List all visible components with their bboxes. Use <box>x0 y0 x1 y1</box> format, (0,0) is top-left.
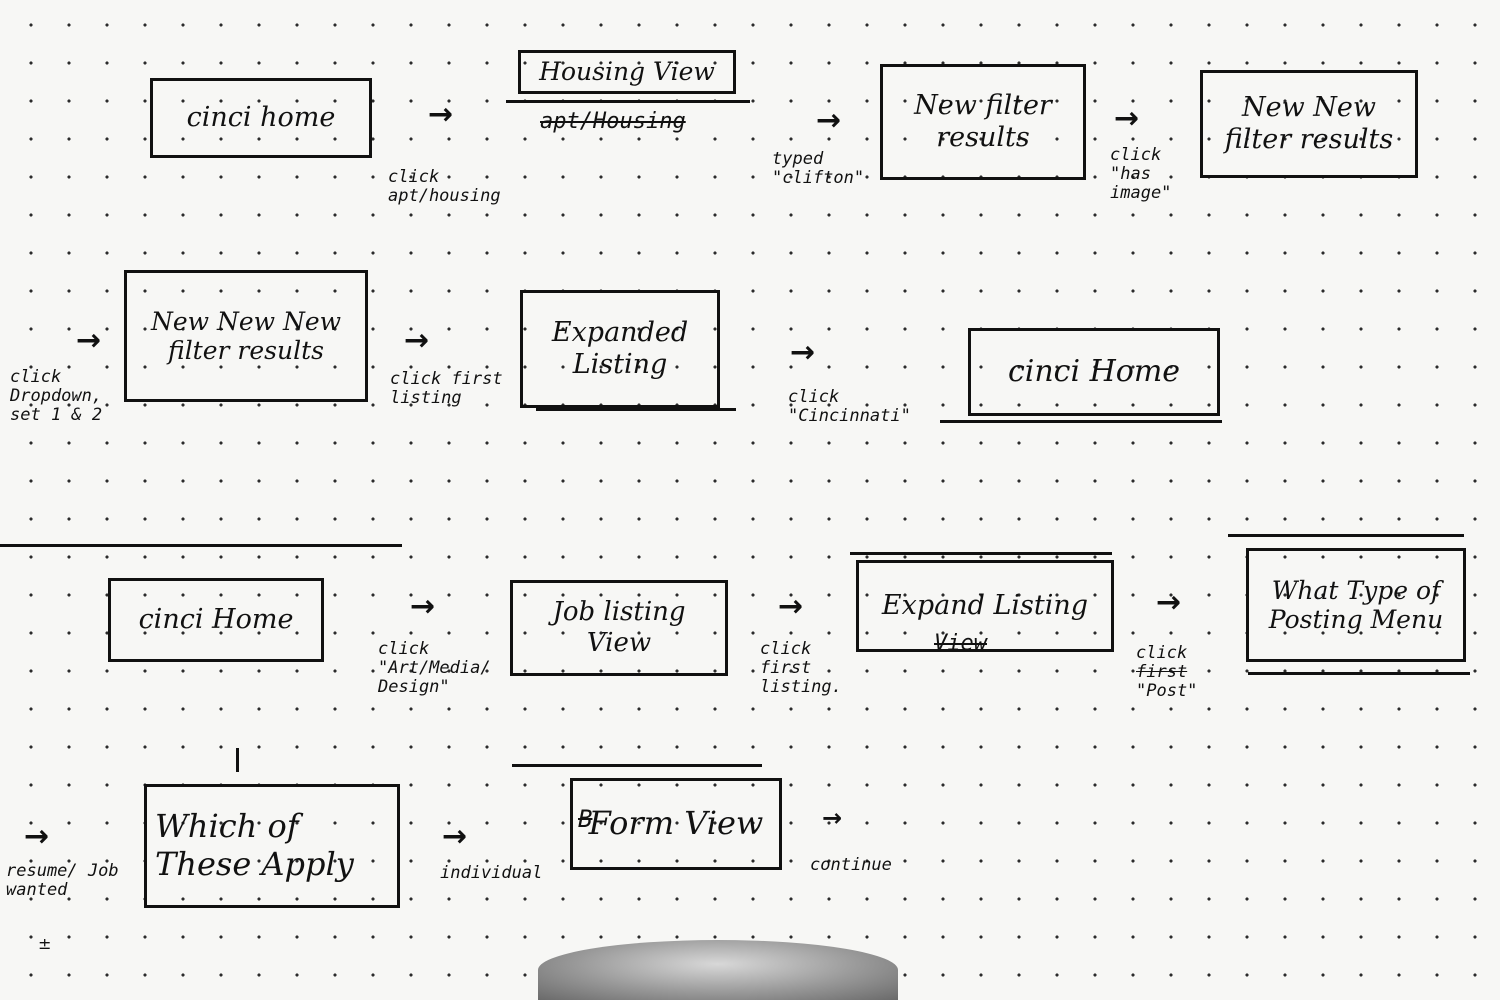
arrow-10: → <box>24 819 50 854</box>
node-label: Form View <box>588 804 764 843</box>
arrow-9: → <box>1156 585 1182 620</box>
arrow-8: → <box>778 589 804 624</box>
node-job-listing-view: Job listing View <box>510 580 728 676</box>
node-new-new-filter-results: New New filter results <box>1200 70 1418 178</box>
arrow-2: → <box>816 103 842 138</box>
node-what-type-of-posting-menu: What Type of Posting Menu <box>1246 548 1466 662</box>
node-label: New New New filter results <box>150 306 342 366</box>
label-individual: individual <box>440 863 543 883</box>
node-label: New filter results <box>914 90 1052 153</box>
node-label: Expanded Listing <box>551 317 689 380</box>
arrow-4: → <box>76 323 102 358</box>
node-label: New New filter results <box>1224 92 1394 155</box>
struck-b: B <box>578 805 593 833</box>
underline-housing <box>506 100 750 103</box>
arrow-7: → <box>410 589 436 624</box>
node-expanded-listing: Expanded Listing <box>520 290 720 408</box>
node-form-view: Form View <box>570 778 782 870</box>
connector-tick <box>236 748 239 772</box>
node-label: cinci Home <box>1007 354 1181 390</box>
overline-posting-menu <box>1228 534 1464 537</box>
label-resume-job-wanted: resume/ Job wanted <box>6 861 119 901</box>
label-click-apt-housing: click apt/housing <box>388 167 501 207</box>
label-click-first-listing-2: click first listing. <box>760 639 842 698</box>
label-click-dropdown: click Dropdown, set 1 & 2 <box>10 367 103 426</box>
label-click-cincinnati: click "Cincinnati" <box>788 387 911 427</box>
arrow-5: → <box>404 323 430 358</box>
node-expand-listing: Expand Listing <box>856 560 1114 652</box>
underline-cinci-home-2 <box>940 420 1222 423</box>
label-click-first-listing: click first listing <box>390 369 503 409</box>
label-typed-clifton: typed "clifton" <box>772 149 865 189</box>
label-click-has-image: click "has image" <box>1110 145 1172 204</box>
node-new-filter-results: New filter results <box>880 64 1086 180</box>
corner-mark: ± <box>38 934 52 953</box>
underline-posting-menu <box>1248 672 1470 675</box>
struck-view: View <box>934 631 987 656</box>
label-continue: continue <box>810 855 892 875</box>
node-label: Which of These Apply <box>155 807 354 883</box>
node-label: Expand Listing <box>881 590 1089 622</box>
label-click-art-media-design: click "Art/Media/ Design" <box>378 639 491 698</box>
node-label: Job listing View <box>552 597 686 658</box>
arrow-1: → <box>428 97 454 132</box>
underline-expanded <box>536 408 736 411</box>
overline-form-view <box>512 764 762 767</box>
node-label: cinci home <box>186 102 336 134</box>
node-cinci-home-1: cinci home <box>150 78 372 158</box>
arrow-11: → <box>442 819 468 854</box>
arrow-6: → <box>790 335 816 370</box>
struck-apt-housing: apt/Housing <box>540 109 686 134</box>
node-new-new-new-filter-results: New New New filter results <box>124 270 368 402</box>
node-label: Housing View <box>539 57 715 87</box>
node-housing-view: Housing View <box>518 50 736 94</box>
node-cinci-home-2: cinci Home <box>968 328 1220 416</box>
node-label: cinci Home <box>138 604 294 636</box>
section-divider <box>0 544 402 547</box>
node-cinci-home-3: cinci Home <box>108 578 324 662</box>
node-which-of-these-apply: Which of These Apply <box>144 784 400 908</box>
node-label: What Type of Posting Menu <box>1268 575 1444 635</box>
arrow-12: → <box>822 804 843 832</box>
underline-expand-listing <box>850 552 1112 555</box>
thumb-shadow <box>538 940 898 1000</box>
label-click-post: click first "Post" <box>1136 643 1198 702</box>
arrow-3: → <box>1114 101 1140 136</box>
